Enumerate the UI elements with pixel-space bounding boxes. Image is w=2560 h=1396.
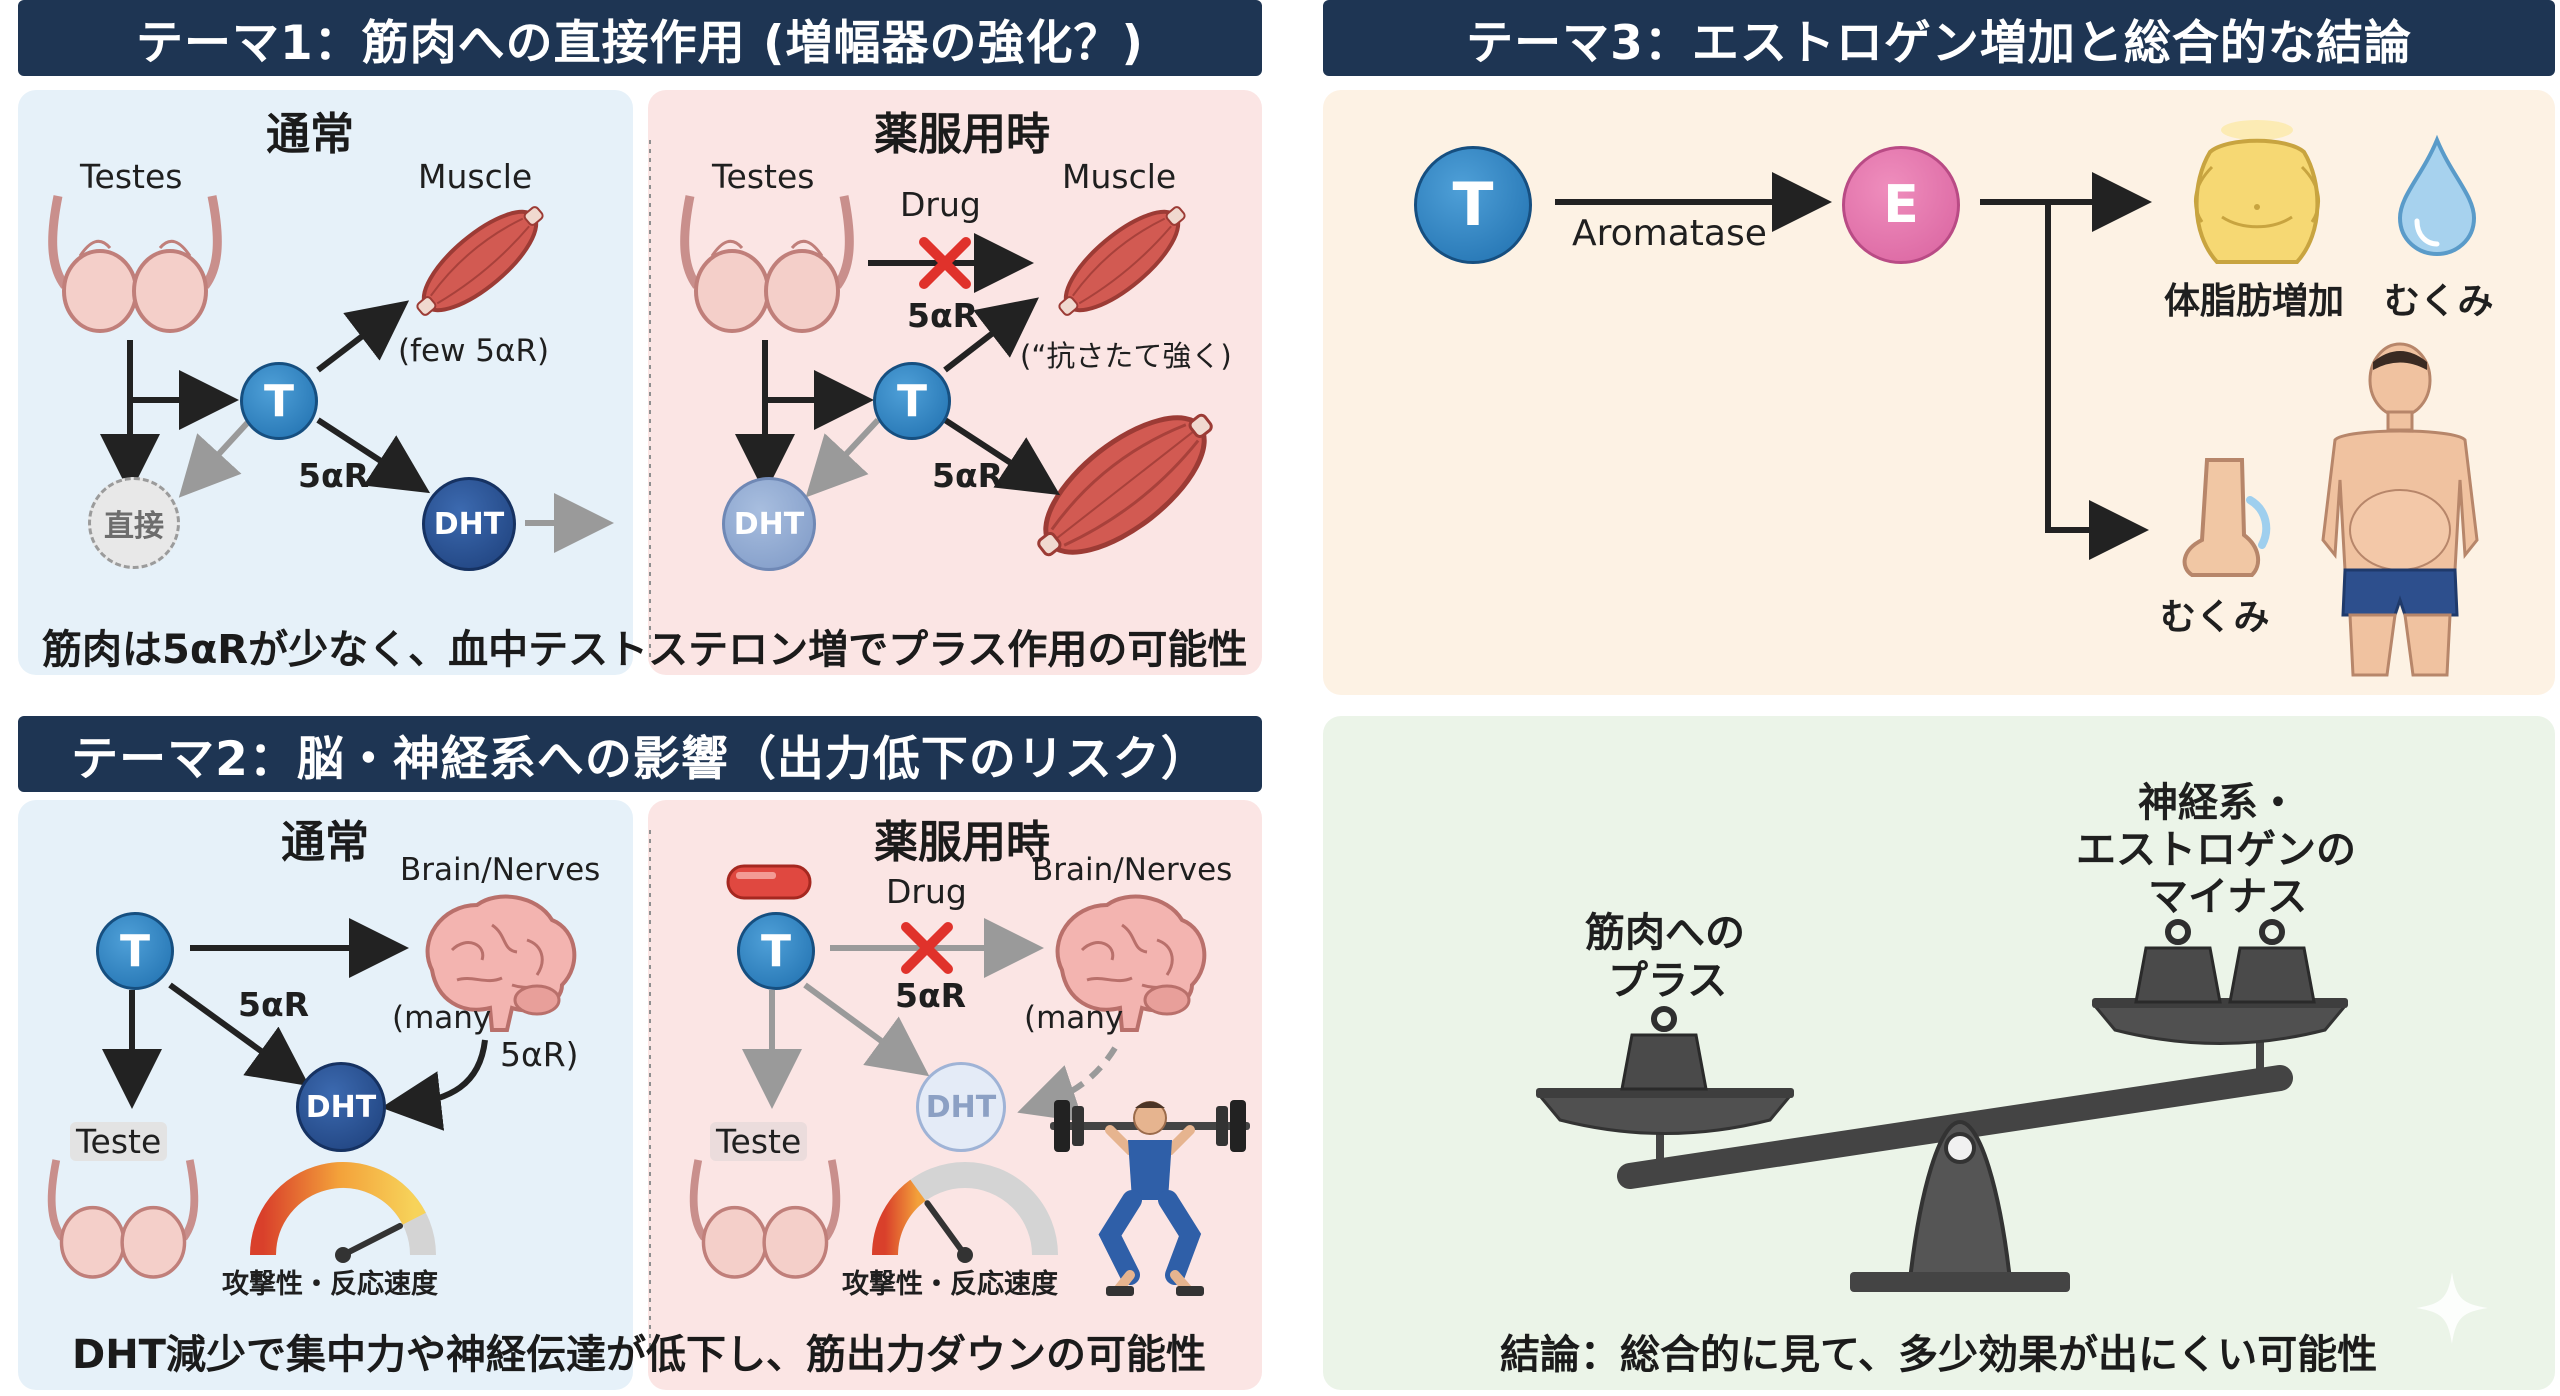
gauge-fill bbox=[250, 1162, 426, 1256]
theme2-drug-heading: 薬服用時 bbox=[874, 817, 1050, 868]
gauge-needle bbox=[924, 1200, 968, 1258]
body-fat-icon bbox=[2193, 120, 2321, 264]
testes-icon bbox=[680, 195, 854, 333]
theme1-normal-panel bbox=[18, 90, 633, 675]
muscle-label-drug: Muscle bbox=[1062, 157, 1177, 196]
muscle-note: (few 5αR) bbox=[398, 333, 550, 369]
man-body-icon bbox=[2321, 342, 2479, 677]
fat-label: 体脂肪増加 bbox=[2164, 281, 2345, 322]
testes-label: Testes bbox=[80, 157, 183, 196]
conclusion-caption: 結論：総合的に見て、多少効果が出にくい可能性 bbox=[1500, 1332, 2378, 1378]
sparkle-icon bbox=[2416, 1272, 2488, 1344]
theme1-drug-panel bbox=[648, 90, 1262, 675]
enzyme-top-label: 5αR bbox=[907, 296, 979, 335]
theme3-arrows bbox=[1555, 172, 2152, 560]
t-node-brain-drug: T bbox=[737, 912, 815, 990]
enzyme-label: 5αR bbox=[298, 456, 370, 495]
dht-node-drug: DHT bbox=[722, 477, 816, 571]
theme1-title: テーマ1：筋肉への直接作用 (増幅器の強化？) bbox=[18, 0, 1262, 76]
weightlifter-icon bbox=[1050, 1100, 1250, 1296]
gauge-label: 攻撃性・反応速度 bbox=[222, 1269, 438, 1300]
gauge-icon bbox=[872, 1162, 1058, 1263]
minus-label-line2: エストロゲンの bbox=[2076, 827, 2356, 873]
drug-label-brain: Drug bbox=[886, 872, 967, 911]
water-drop-icon bbox=[2397, 134, 2477, 257]
muscle-icon bbox=[1037, 413, 1213, 557]
t-node-brain: T bbox=[96, 912, 174, 990]
theme1-divider bbox=[649, 140, 651, 660]
gauge-icon bbox=[250, 1162, 436, 1263]
plus-label-line2: プラス bbox=[1608, 958, 1728, 1004]
foot-icon bbox=[2182, 458, 2271, 577]
theme3-title: テーマ3：エストロゲン増加と総合的な結論 bbox=[1323, 0, 2555, 76]
drug-label: Drug bbox=[900, 185, 981, 224]
balance-scale-icon bbox=[1536, 998, 2349, 1292]
enzyme-label-brain-drug: 5αR bbox=[895, 976, 967, 1015]
theme1-normal-heading: 通常 bbox=[266, 109, 354, 160]
minus-label-line3: マイナス bbox=[2148, 874, 2308, 920]
direct-node: 直接 bbox=[88, 477, 180, 569]
many-label: (many bbox=[392, 1000, 492, 1036]
theme1-left-arrows bbox=[100, 300, 614, 553]
weight-icon bbox=[2228, 919, 2316, 1004]
t-node: T bbox=[240, 362, 318, 440]
many-label-2: 5αR) bbox=[500, 1035, 579, 1074]
theme2-normal-heading: 通常 bbox=[281, 817, 369, 868]
theme1-caption: 筋肉は5αRが少なく、血中テストステロン増でプラス作用の可能性 bbox=[42, 627, 1248, 673]
gauge-fill bbox=[872, 1179, 927, 1256]
dht-node: DHT bbox=[422, 477, 516, 571]
muscle-icon bbox=[1058, 206, 1186, 316]
enzyme-label-brain: 5αR bbox=[238, 985, 310, 1024]
theme2-title: テーマ2：脳・神経系への影響（出力低下のリスク） bbox=[18, 716, 1262, 792]
many-label-drug: (many bbox=[1024, 1000, 1124, 1036]
pill-icon bbox=[726, 864, 812, 900]
muscle-icon bbox=[416, 206, 544, 316]
teste-label-drug: Teste bbox=[710, 1122, 808, 1161]
muscle-label: Muscle bbox=[418, 157, 533, 196]
gauge-needle bbox=[340, 1222, 404, 1258]
brain-label: Brain/Nerves bbox=[400, 852, 601, 888]
cross-x-icon bbox=[919, 237, 971, 289]
theme1-title-text: テーマ1：筋肉への直接作用 (増幅器の強化？) bbox=[135, 15, 1145, 71]
theme1-drug-heading: 薬服用時 bbox=[874, 109, 1050, 160]
brain-label-drug: Brain/Nerves bbox=[1032, 852, 1233, 888]
cross-x-icon bbox=[901, 922, 953, 974]
muscle-note-drug: (“抗さたて強く) bbox=[1020, 339, 1232, 373]
t-node-estrogen: T bbox=[1414, 146, 1532, 264]
e-node: E bbox=[1842, 146, 1960, 264]
brain-icon bbox=[1055, 894, 1207, 1032]
dht-node-brain-drug: DHT bbox=[916, 1062, 1006, 1152]
testes-icon bbox=[47, 1159, 199, 1279]
enzyme-label-drug: 5αR bbox=[932, 456, 1004, 495]
minus-label-line1: 神経系・ bbox=[2138, 780, 2298, 826]
theme2-divider bbox=[649, 830, 651, 1350]
weight-icon bbox=[2134, 919, 2222, 1004]
brain-icon bbox=[425, 894, 577, 1032]
weight-icon bbox=[1620, 1006, 1708, 1091]
t-node-drug: T bbox=[873, 362, 951, 440]
edema-label-bottom: むくみ bbox=[2160, 597, 2270, 638]
aromatase-label: Aromatase bbox=[1572, 213, 1767, 254]
theme2-left-arrows bbox=[102, 918, 488, 1131]
edema-label-top: むくみ bbox=[2384, 281, 2494, 322]
gauge-label-drug: 攻撃性・反応速度 bbox=[842, 1269, 1058, 1300]
theme2-title-text: テーマ2：脳・神経系への影響（出力低下のリスク） bbox=[71, 731, 1209, 787]
plus-label-line1: 筋肉への bbox=[1585, 910, 1745, 956]
theme3-title-text: テーマ3：エストロゲン増加と総合的な結論 bbox=[1466, 15, 2412, 71]
testes-icon bbox=[689, 1159, 841, 1279]
teste-label: Teste bbox=[70, 1122, 168, 1161]
theme2-caption: DHT減少で集中力や神経伝達が低下し、筋出力ダウンの可能性 bbox=[72, 1332, 1206, 1378]
testes-label-drug: Testes bbox=[712, 157, 815, 196]
dht-node-brain: DHT bbox=[296, 1062, 386, 1152]
testes-icon bbox=[48, 195, 222, 333]
